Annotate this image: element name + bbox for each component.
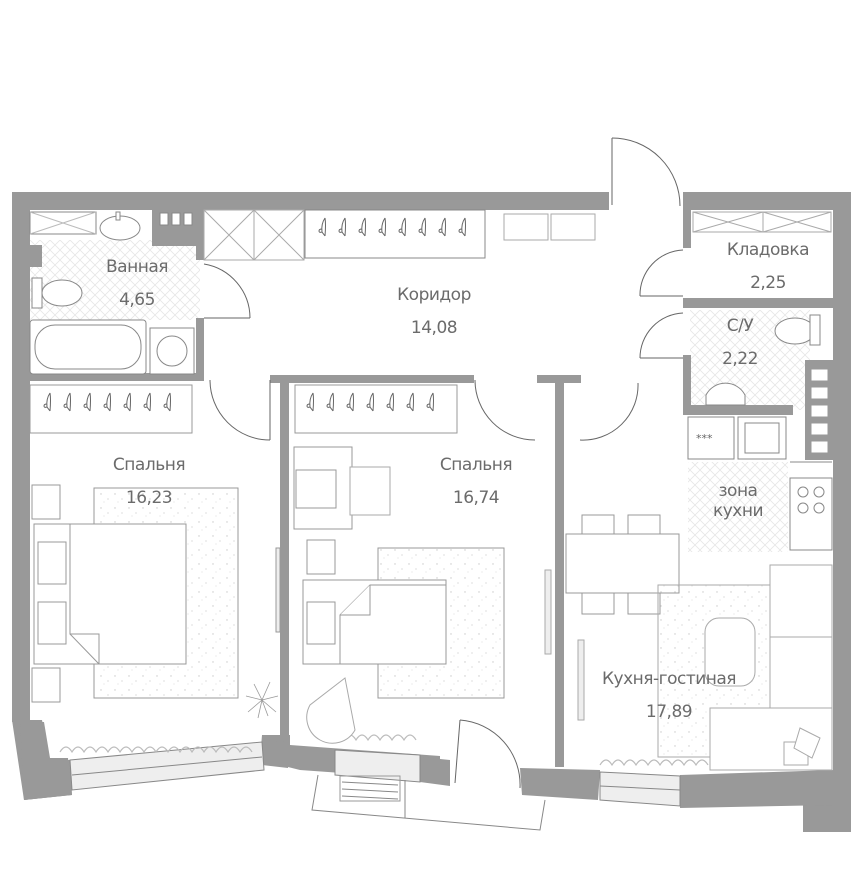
- sink-icon-wc: [705, 382, 746, 406]
- room-name: Кухня-гостиная: [601, 669, 737, 689]
- wardrobe-bedroom2: [294, 384, 458, 434]
- corridor-fixtures: [203, 209, 596, 261]
- toilet-icon-wc: [774, 317, 816, 345]
- room-label-wc: С/У 2,22: [722, 316, 758, 369]
- laptop: [295, 469, 337, 509]
- room-name: Кладовка: [726, 240, 810, 260]
- bedroom1-furniture: [29, 384, 281, 703]
- room-area: 16,23: [125, 488, 173, 508]
- toilet-icon: [31, 277, 43, 309]
- doors: [203, 137, 684, 789]
- room-area: 2,22: [722, 349, 758, 369]
- room-label-bedroom-2: Спальня 16,74: [439, 455, 513, 508]
- armchair: [306, 677, 356, 744]
- room-name: Ванная: [106, 257, 168, 277]
- room-name: зона: [718, 481, 758, 501]
- wc-fixtures: [705, 314, 828, 453]
- room-area: 14,08: [410, 318, 458, 338]
- room-area: 4,65: [119, 290, 155, 310]
- coffee-table: [704, 617, 756, 687]
- room-label-kitchen-zone: зона кухни: [712, 481, 764, 521]
- bathroom-fixtures: [29, 211, 195, 375]
- room-label-storage: Кладовка 2,25: [726, 240, 810, 293]
- balcony: [311, 774, 546, 831]
- room-area: 16,74: [452, 488, 500, 508]
- kitchen-fixtures: [687, 416, 833, 551]
- room-name: Спальня: [439, 455, 513, 475]
- room-name-line2: кухни: [712, 501, 764, 521]
- office-chair: [349, 466, 391, 516]
- bedroom2-furniture: [293, 384, 505, 744]
- plant-icon: [245, 681, 279, 719]
- cooktop-icon: [789, 477, 833, 551]
- stove-symbol: ***: [696, 432, 713, 445]
- room-name: Коридор: [397, 285, 471, 305]
- windows: [69, 741, 681, 807]
- wardrobe-bedroom1: [29, 384, 193, 434]
- living-room-furniture: [544, 564, 833, 771]
- room-label-corridor: Коридор 14,08: [397, 285, 471, 338]
- dining-table: [565, 514, 680, 615]
- wardrobe-corridor: [304, 209, 486, 259]
- walls: [12, 192, 851, 832]
- room-name: С/У: [726, 316, 754, 336]
- room-name: Спальня: [112, 455, 186, 475]
- room-label-bedroom-1: Спальня 16,23: [112, 455, 186, 508]
- room-label-kitchen-living: Кухня-гостиная 17,89: [601, 669, 737, 722]
- storage-fixtures: [692, 211, 832, 233]
- room-label-bathroom: Ванная 4,65: [106, 257, 168, 310]
- room-area: 17,89: [645, 702, 693, 722]
- room-area: 2,25: [750, 273, 786, 293]
- fridge-icon: [687, 416, 735, 460]
